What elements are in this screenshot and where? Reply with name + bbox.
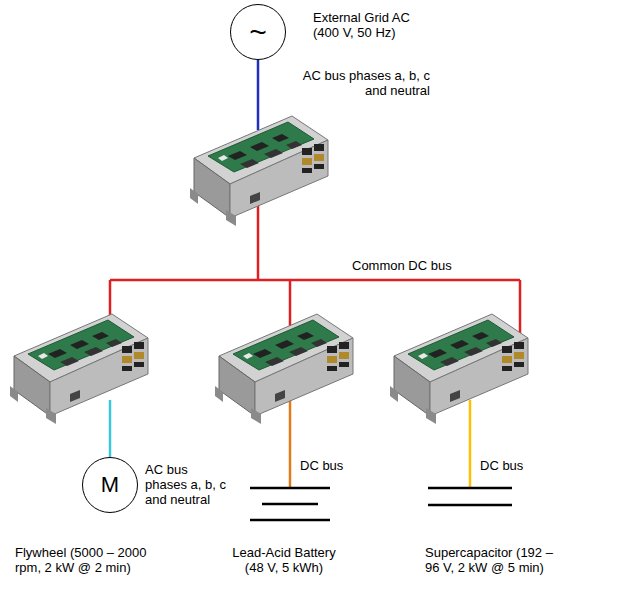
bus-label: Common DC bus: [352, 258, 462, 273]
device-caption: Supercapacitor (192 – 96 V, 2 kW @ 5 min…: [425, 545, 562, 575]
bus-wires: [110, 60, 520, 488]
bus-label: DC bus: [480, 458, 540, 473]
device-caption: Lead-Acid Battery (48 V, 5 kWh): [227, 545, 341, 575]
converter-module: [10, 314, 148, 424]
battery-symbol: [250, 488, 330, 520]
symbol-letter: M: [101, 474, 119, 496]
converter-module: [390, 314, 528, 424]
capacitor-symbol: [428, 488, 512, 505]
converter-module: [215, 314, 353, 424]
source-label: External Grid AC (400 V, 50 Hz): [313, 10, 425, 40]
bus-label: AC bus phases a, b, c and neutral: [145, 462, 231, 507]
converter-module: [190, 116, 328, 226]
symbol-letter: ~: [249, 17, 267, 47]
motor-circle: M: [82, 457, 138, 513]
device-caption: Flywheel (5000 – 2000 rpm, 2 kW @ 2 min): [15, 545, 157, 575]
ac-source-circle: ~: [230, 4, 286, 60]
bus-label: DC bus: [300, 458, 360, 473]
bus-label: AC bus phases a, b, c and neutral: [292, 68, 430, 98]
